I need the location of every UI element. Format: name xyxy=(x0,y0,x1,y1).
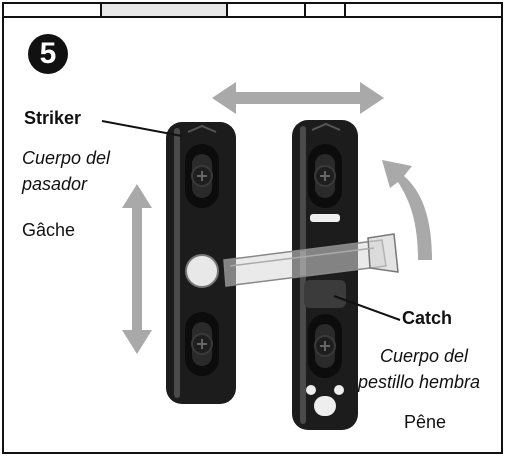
striker-label-es-line2: pasador xyxy=(22,174,88,194)
step-number: 5 xyxy=(39,37,57,70)
catch-label-es-line2: pestillo hembra xyxy=(358,372,481,392)
catch-label-es-line1: Cuerpo del xyxy=(380,346,469,366)
striker-leader-line xyxy=(101,120,183,137)
top-table-cell xyxy=(100,4,228,16)
striker-label-es-line1: Cuerpo del xyxy=(22,148,111,168)
transparent-pin xyxy=(223,233,399,287)
double-arrow-vertical-icon xyxy=(122,184,152,354)
catch-leader-line xyxy=(333,295,401,321)
top-table-cell xyxy=(304,4,346,16)
curved-arrow-up-icon xyxy=(382,160,432,260)
instruction-panel: 5 xyxy=(2,2,503,454)
striker-plate xyxy=(166,122,236,404)
striker-label-en: Striker xyxy=(24,108,82,128)
striker-label-fr: Gâche xyxy=(22,220,76,240)
catch-label-en: Catch xyxy=(402,308,453,328)
hardware-illustration xyxy=(101,82,432,430)
double-arrow-horizontal-icon xyxy=(212,82,384,114)
top-rule xyxy=(4,4,501,18)
catch-label-fr: Pêne xyxy=(404,412,447,432)
step-number-badge: 5 xyxy=(28,34,68,74)
catch-plate xyxy=(292,120,358,430)
